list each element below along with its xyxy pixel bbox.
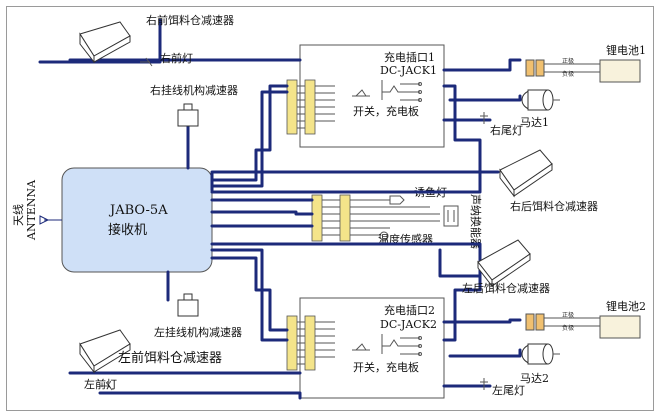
antenna-icon [39, 215, 50, 225]
wire-rx-board1-a [210, 90, 289, 188]
temp-sensor-icon [379, 231, 389, 241]
switch-board-2-label: 开关，充电板 [353, 360, 419, 374]
front-right-light-label: 右前灯 [160, 51, 193, 65]
switch-1-icon [352, 89, 370, 97]
rear-left-reducer-icon [477, 239, 531, 288]
dc-jack-2-icon [381, 334, 420, 355]
front-left-light-icon [100, 381, 113, 391]
battery-1-pos: 正极 [562, 57, 574, 65]
battery-2-group [525, 313, 641, 339]
battery-1-label: 锂电池1 [606, 43, 646, 57]
fish-light-icon [389, 195, 405, 205]
front-left-reducer-icon [79, 329, 131, 374]
motor-1-label: 马达1 [520, 116, 549, 129]
connector-2a [286, 315, 298, 371]
rear-left-reducer-label: 左后饵料仓减速器 [462, 281, 550, 295]
antenna-label-en: ANTENNA [25, 179, 38, 241]
sonar-icon [443, 205, 459, 227]
motor-2-label: 马达2 [520, 372, 549, 385]
connector-2b [304, 315, 316, 371]
wire-rear-right [210, 170, 500, 192]
left-tail-light-label: 左尾灯 [492, 384, 525, 397]
wire-rx-board2-a [210, 248, 289, 342]
connector-1a [286, 79, 298, 135]
connector-mid-a [311, 194, 323, 242]
dc-jack-1-label: DC-JACK1 [380, 64, 437, 77]
left-hook-reducer-icon [177, 293, 199, 317]
wire-battery-1 [442, 58, 522, 72]
switch-board-1 [299, 44, 445, 148]
switch-2-icon [352, 343, 370, 351]
front-right-light-icon [140, 57, 153, 67]
battery-2-neg: 负极 [562, 324, 574, 332]
wire-motor-1 [448, 94, 522, 102]
wire-front-left-light [98, 391, 302, 400]
wire-rx-board1-c [210, 84, 482, 194]
receiver-name: 接收机 [108, 222, 147, 238]
wire-front-right [38, 18, 162, 64]
front-right-reducer-icon [79, 21, 131, 64]
left-hook-reducer-label: 左挂线机构减速器 [154, 325, 242, 339]
front-right-reducer-label: 右前饵料仓减速器 [146, 13, 234, 27]
wire-rx-board2-c [210, 242, 482, 342]
dc-jack-1-icon [381, 80, 420, 101]
battery-2-icon [599, 315, 641, 339]
sonar-label: 声纳换能器 [469, 194, 483, 249]
wire-rx-mid-b [210, 210, 314, 216]
left-tail-light-icon [480, 378, 488, 390]
battery-1-neg: 负极 [562, 70, 574, 78]
battery-2-pos: 正极 [562, 311, 574, 319]
battery-1-icon [599, 59, 641, 83]
switch-board-1-label: 开关，充电板 [353, 104, 419, 118]
right-tail-light-label: 右尾灯 [490, 123, 523, 137]
wire-rx-board2-b [210, 256, 289, 332]
rear-right-reducer-icon [499, 149, 553, 198]
connector-mid-b [339, 194, 351, 242]
right-tail-light-icon [480, 112, 488, 124]
rear-right-reducer-label: 右后饵料仓减速器 [510, 199, 598, 213]
charge-port-1-label: 充电插口1 [384, 50, 435, 64]
wire-battery-2 [442, 318, 522, 324]
right-hook-reducer-icon [177, 103, 199, 127]
battery-1-group [525, 59, 641, 83]
connector-1b [304, 79, 316, 135]
wire-rx-board1-b [210, 84, 289, 182]
receiver-model: JABO-5A [108, 203, 168, 218]
front-left-reducer-label: 左前饵料仓减速器 [118, 350, 222, 366]
wire-rear-left [438, 248, 482, 278]
receiver-box [61, 167, 213, 273]
dc-jack-2-label: DC-JACK2 [380, 318, 437, 331]
motor-1-icon [521, 89, 560, 111]
charge-port-2-label: 充电插口2 [384, 303, 435, 317]
antenna-label-cn: 天线 [11, 204, 25, 226]
wire-motor-2 [448, 348, 522, 358]
front-left-light-label: 左前灯 [84, 377, 117, 391]
motor-2-icon [521, 343, 560, 365]
right-hook-reducer-label: 右挂线机构减速器 [150, 83, 238, 97]
battery-2-label: 锂电池2 [606, 299, 646, 313]
